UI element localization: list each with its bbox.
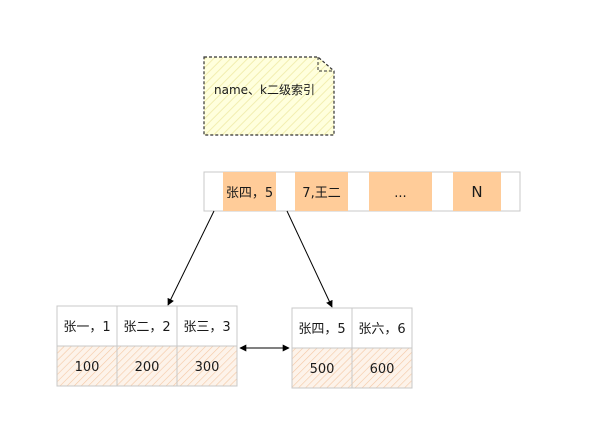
leaf-node-right: 张四，5 张六，6 500 600 (291, 307, 413, 389)
note-shape (203, 56, 335, 136)
leaf-left-value-cell-2 (116, 345, 178, 387)
leaf-right-key-1: 张四，5 (298, 322, 345, 337)
leaf-left-key-cell-1 (56, 305, 118, 347)
arrow-to-left-leaf (167, 210, 215, 306)
leaf-left-key-cell-3 (176, 305, 238, 347)
root-key-cell-4 (453, 172, 501, 211)
leaf-right-value-2: 600 (370, 362, 395, 377)
root-key-2: 7,王二 (302, 186, 340, 201)
leaf-right-key-2: 张六，6 (358, 322, 405, 337)
leaf-left-value-cell-1 (56, 345, 118, 387)
arrow-to-right-leaf (286, 210, 333, 308)
index-note: name、k二级索引 (203, 56, 335, 136)
note-text: name、k二级索引 (214, 83, 315, 97)
root-key-cell-2 (295, 172, 348, 211)
leaf-left-key-1: 张一，1 (63, 320, 110, 335)
leaf-right-key-cell-2 (351, 307, 413, 349)
leaf-left-key-2: 张二，2 (123, 320, 170, 335)
root-key-3: ... (394, 186, 406, 201)
leaf-node-left: 张一，1 张二，2 张三，3 100 200 300 (56, 305, 238, 387)
root-key-cell-3 (369, 172, 432, 211)
root-node: 张四，5 7,王二 ... N (203, 171, 521, 212)
leaf-left-value-2: 200 (135, 360, 160, 375)
leaf-right-value-cell-2 (351, 347, 413, 389)
leaf-left-key-cell-2 (116, 305, 178, 347)
root-key-cell-1 (223, 172, 276, 211)
leaf-left-value-1: 100 (75, 360, 100, 375)
leaf-left-value-cell-3 (176, 345, 238, 387)
root-key-1: 张四，5 (226, 186, 273, 201)
leaf-left-value-3: 300 (195, 360, 220, 375)
root-key-4: N (471, 183, 482, 201)
leaf-right-value-1: 500 (310, 362, 335, 377)
leaf-left-key-3: 张三，3 (183, 320, 230, 335)
